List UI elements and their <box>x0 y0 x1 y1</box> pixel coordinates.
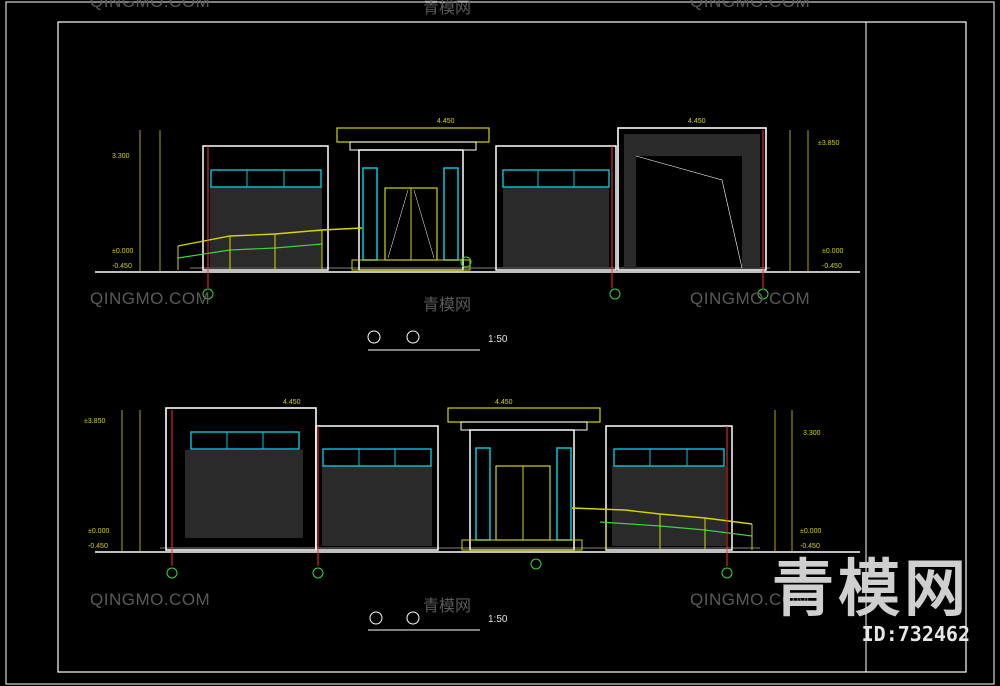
upper-scale-marker <box>367 330 480 351</box>
upper-left-hatch <box>210 187 322 267</box>
watermark-latin: QINGMO.COM <box>90 590 211 609</box>
watermark-chinese: 青模网 <box>423 596 472 615</box>
svg-text:3.300: 3.300 <box>803 430 821 437</box>
svg-text:3.300: 3.300 <box>112 153 130 160</box>
svg-text:±0.000: ±0.000 <box>112 248 133 255</box>
svg-text:±3.850: ±3.850 <box>818 140 839 147</box>
svg-text:±0.000: ±0.000 <box>822 248 843 255</box>
svg-text:-0.450: -0.450 <box>822 263 842 270</box>
sheet-inner-frame <box>57 21 967 673</box>
sheet-outer-frame <box>5 1 995 685</box>
svg-text:-0.450: -0.450 <box>88 543 108 550</box>
svg-text:4.450: 4.450 <box>283 399 301 406</box>
upper-elevation: 3.300 ±0.000 -0.450 ±3.850 ±0.000 -0.450… <box>95 118 860 300</box>
lower-scale-label: 1:50 <box>488 614 508 625</box>
watermark-latin: QINGMO.COM <box>90 0 211 11</box>
upper-scale-label: 1:50 <box>488 334 508 345</box>
watermark-latin: QINGMO.COM <box>690 590 811 609</box>
svg-text:4.450: 4.450 <box>495 399 513 406</box>
svg-text:-0.450: -0.450 <box>112 263 132 270</box>
lower-scale-marker <box>368 611 480 631</box>
watermark-latin: QINGMO.COM <box>690 0 811 11</box>
svg-text:4.450: 4.450 <box>688 118 706 125</box>
svg-text:±3.850: ±3.850 <box>84 418 105 425</box>
watermark-latin: QINGMO.COM <box>690 289 811 308</box>
svg-text:-0.450: -0.450 <box>800 543 820 550</box>
svg-text:4.450: 4.450 <box>437 118 455 125</box>
svg-text:±0.000: ±0.000 <box>88 528 109 535</box>
image-id-label: ID:732462 <box>861 622 970 646</box>
lower-elevation: ±3.850 ±0.000 -0.450 3.300 ±0.000 -0.450… <box>84 399 860 579</box>
brand-logo: 青模网 <box>771 552 970 625</box>
svg-text:±0.000: ±0.000 <box>800 528 821 535</box>
watermark-chinese: 青模网 <box>423 0 472 17</box>
watermark-chinese: 青模网 <box>423 295 472 314</box>
watermark-latin: QINGMO.COM <box>90 289 211 308</box>
